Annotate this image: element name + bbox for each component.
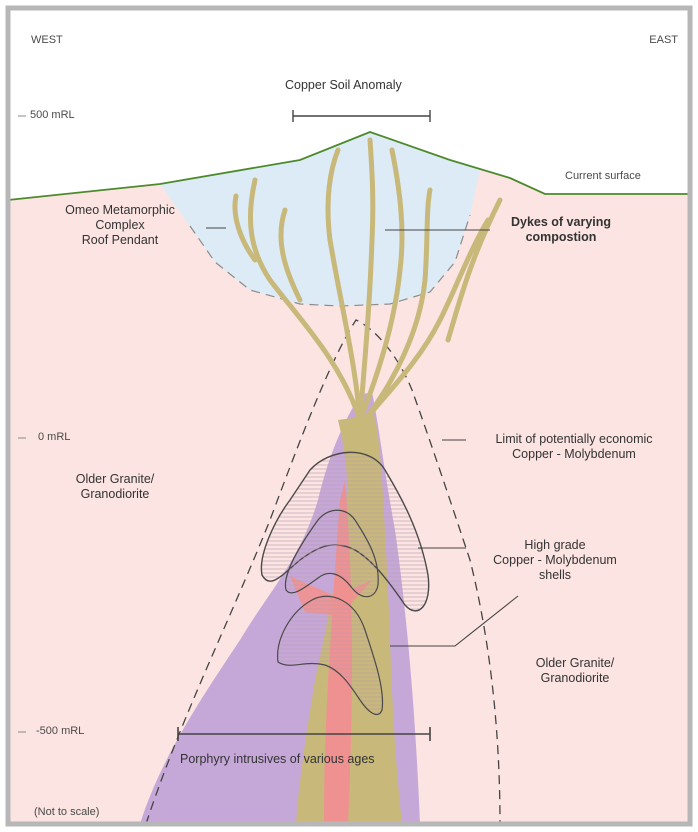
porphyry-label: Porphyry intrusives of various ages	[180, 752, 375, 767]
dykes-line-2: compostion	[486, 230, 636, 245]
rl-500-label: 500 mRL	[30, 109, 75, 122]
high-grade-label: High grade Copper - Molybdenum shells	[470, 538, 640, 583]
older-west-line-1: Older Granite/	[50, 472, 180, 487]
dykes-line-1: Dykes of varying	[486, 215, 636, 230]
limit-line-1: Limit of potentially economic	[466, 432, 682, 447]
older-west-line-2: Granodiorite	[50, 487, 180, 502]
dykes-label: Dykes of varying compostion	[486, 215, 636, 245]
high-grade-line-2: Copper - Molybdenum	[470, 553, 640, 568]
older-granite-west-label: Older Granite/ Granodiorite	[50, 472, 180, 502]
older-east-line-1: Older Granite/	[510, 656, 640, 671]
rl-minus500-label: -500 mRL	[36, 725, 84, 738]
older-east-line-2: Granodiorite	[510, 671, 640, 686]
omeo-line-2: Complex	[30, 218, 210, 233]
rl-0-label: 0 mRL	[38, 431, 70, 444]
west-label: WEST	[31, 34, 63, 47]
omeo-line-1: Omeo Metamorphic	[30, 203, 210, 218]
high-grade-line-1: High grade	[470, 538, 640, 553]
surface-label: Current surface	[565, 170, 641, 183]
high-grade-line-3: shells	[470, 568, 640, 583]
limit-label: Limit of potentially economic Copper - M…	[466, 432, 682, 462]
limit-line-2: Copper - Molybdenum	[466, 447, 682, 462]
omeo-line-3: Roof Pendant	[30, 233, 210, 248]
omeo-label: Omeo Metamorphic Complex Roof Pendant	[30, 203, 210, 248]
not-to-scale-label: (Not to scale)	[34, 806, 99, 819]
east-label: EAST	[649, 34, 678, 47]
anomaly-label: Copper Soil Anomaly	[285, 78, 402, 93]
older-granite-east-label: Older Granite/ Granodiorite	[510, 656, 640, 686]
